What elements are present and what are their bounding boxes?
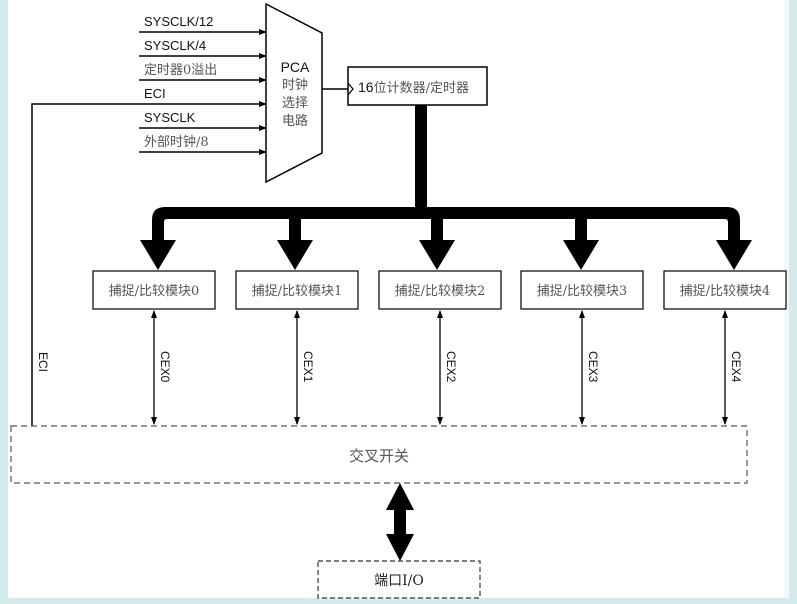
port-io-box: [317, 560, 481, 599]
bus-drop-2: [431, 217, 443, 241]
module-label-3: 捕捉/比较模块3: [537, 283, 628, 299]
module-box-0: [92, 270, 216, 310]
input-label-sysclk4: SYSCLK/4: [144, 38, 206, 53]
bus-drop-3: [575, 217, 587, 241]
bus-arrow-3-icon: [563, 240, 599, 270]
input-line-eci: [31, 101, 267, 426]
input-label-sysclk12: SYSCLK/12: [144, 14, 213, 29]
module-label-1: 捕捉/比较模块1: [252, 283, 343, 299]
module-label-4: 捕捉/比较模块4: [680, 283, 771, 299]
mux-label-pca: PCA: [281, 59, 310, 75]
counter-label-num: 16: [358, 79, 374, 95]
capture-compare-modules: [92, 270, 787, 310]
mux-label-select: 选择: [282, 96, 308, 111]
pca-clock-mux: [265, 2, 323, 184]
module-box-1: [235, 270, 359, 310]
clock-input-lines: [31, 29, 267, 426]
cex3-label: CEX3: [586, 351, 600, 383]
mux-label-circuit: 电路: [282, 113, 308, 129]
counter-label: 16位计数器/定时器: [358, 79, 469, 96]
crossbar-port-arrow-icon: [386, 483, 414, 561]
module-box-2: [378, 270, 502, 310]
counter-bus: [152, 105, 740, 241]
cex-lines: [151, 310, 728, 425]
input-label-sysclk: SYSCLK: [144, 110, 196, 125]
crossbar-box: [10, 425, 748, 484]
bus-horizontal: [152, 207, 740, 240]
eci-vertical-label: ECI: [36, 352, 50, 372]
bus-drop-1: [289, 217, 301, 241]
module-label-0: 捕捉/比较模块0: [109, 283, 200, 299]
input-label-eci: ECI: [144, 86, 166, 101]
input-label-ext-clock-8: 外部时钟/8: [144, 134, 209, 150]
bus-arrow-0-icon: [140, 240, 176, 270]
module-label-2: 捕捉/比较模块2: [395, 283, 486, 299]
counter-label-text: 位计数器/定时器: [374, 81, 469, 96]
input-label-timer0-overflow: 定时器0溢出: [144, 63, 217, 78]
module-box-4: [663, 270, 787, 310]
bus-arrow-2-icon: [419, 240, 455, 270]
crossbar-label: 交叉开关: [349, 447, 409, 465]
clock-input-triangle-icon: [347, 82, 354, 96]
bus-arrow-4-icon: [716, 240, 752, 270]
module-box-3: [520, 270, 644, 310]
cex4-label: CEX4: [729, 351, 743, 383]
bus-arrowheads: [140, 240, 752, 270]
mux-label-clock: 时钟: [282, 77, 308, 93]
bus-arrow-1-icon: [277, 240, 313, 270]
cex1-label: CEX1: [301, 351, 315, 383]
cex0-label: CEX0: [158, 351, 172, 383]
cex2-label: CEX2: [444, 351, 458, 383]
counter-timer-box: [347, 66, 488, 106]
port-io-label: 端口I/O: [374, 573, 424, 589]
bus-trunk: [415, 105, 427, 217]
